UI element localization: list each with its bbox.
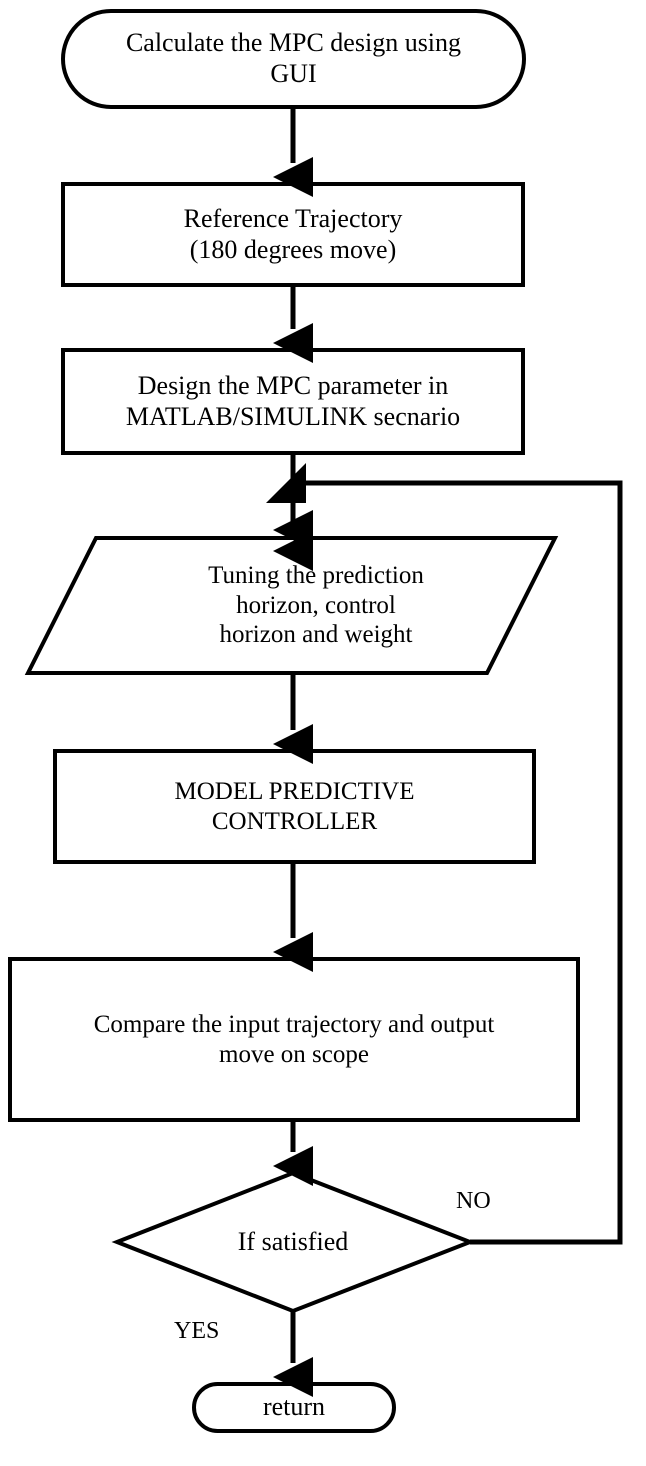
node-shape-compare <box>8 957 580 1122</box>
edge-label-yes: YES <box>174 1318 220 1344</box>
node-shape-decision <box>111 1170 476 1314</box>
connector-feedback-loop-no <box>266 463 623 1245</box>
node-shape-return <box>192 1382 396 1433</box>
node-shape-tuning <box>24 536 559 675</box>
node-shape-reference-trajectory <box>61 182 525 287</box>
node-shape-design-parameter <box>61 348 525 455</box>
edge-label-no: NO <box>456 1188 491 1214</box>
node-shape-controller <box>53 749 536 864</box>
node-shape-start <box>61 9 526 109</box>
